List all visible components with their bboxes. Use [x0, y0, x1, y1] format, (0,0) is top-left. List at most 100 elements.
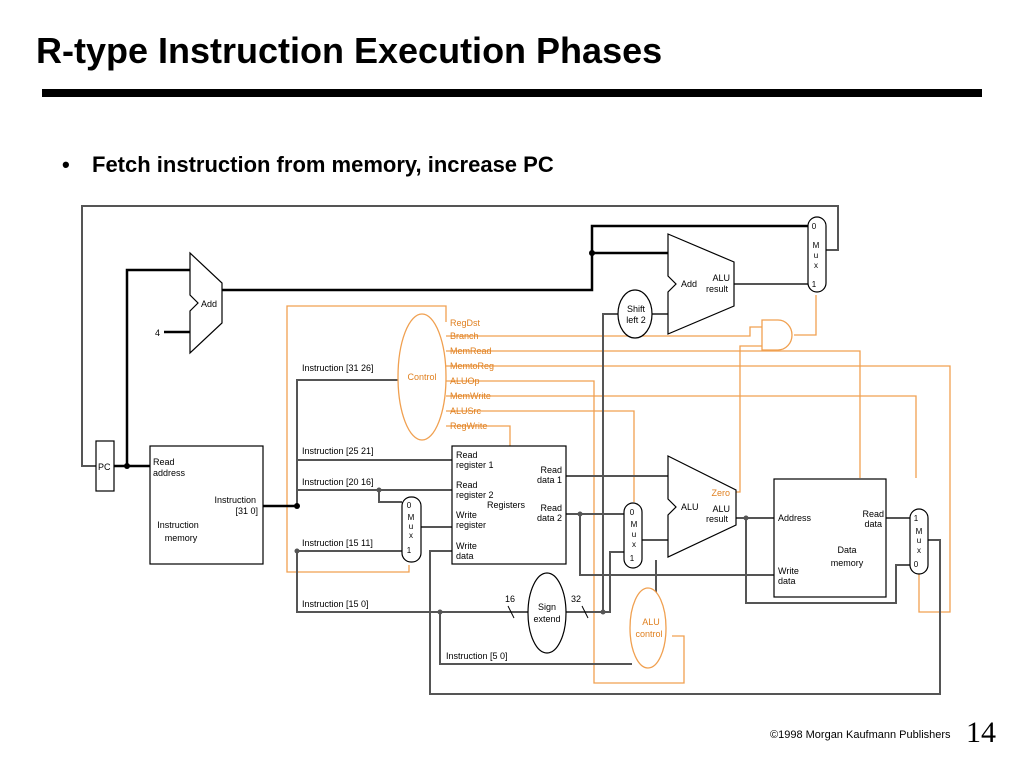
read-data2-dmem-line	[579, 514, 774, 576]
regs-rd2b: data 2	[537, 513, 562, 523]
regs-wdatab: data	[456, 551, 474, 561]
signal-memtoreg-label: MemtoReg	[450, 361, 494, 371]
alusrc-mux-1: 1	[630, 554, 635, 563]
sign-extend-unit	[527, 572, 567, 654]
data-memory	[773, 478, 887, 598]
bits-16-label: 16	[505, 594, 515, 604]
op-field-label: Instruction [31 26]	[302, 363, 374, 373]
bits-32-label: 32	[571, 594, 581, 604]
slide-title: R-type Instruction Execution Phases	[36, 30, 663, 71]
shift-label1: Shift	[627, 304, 646, 314]
memtoreg-mux-1: 1	[914, 514, 919, 523]
const-four-label: 4	[155, 328, 160, 338]
memtoreg-mux-u: u	[917, 536, 921, 545]
regs-rd1a: Read	[540, 465, 562, 475]
shift-label2: left 2	[626, 315, 646, 325]
signal-alusrc-label: ALUSrc	[450, 406, 482, 416]
memtoreg-mux-m: M	[916, 527, 923, 536]
imem-bits-label: [31 0]	[235, 506, 258, 516]
alusrc-line	[446, 410, 635, 502]
alu-result-label2: result	[706, 514, 729, 524]
dmem-write-a: Write	[778, 566, 799, 576]
signal-regwrite-label: RegWrite	[450, 421, 487, 431]
regwrite-line	[446, 425, 511, 446]
register-file	[451, 445, 567, 565]
alusrc-mux-x: x	[632, 540, 636, 549]
funct-field-label: Instruction [5 0]	[446, 651, 508, 661]
imem-name1-label: Instruction	[157, 520, 199, 530]
branch-line	[446, 326, 762, 337]
pc-label: PC	[98, 462, 111, 472]
branch-result-label1: ALU	[712, 273, 730, 283]
alusrc-mux-m: M	[631, 520, 638, 529]
regdst-mux-1: 1	[407, 546, 412, 555]
pcsrc-mux-1: 1	[812, 280, 817, 289]
memtoreg-mux-0: 0	[914, 560, 919, 569]
dmem-write-b: data	[778, 576, 796, 586]
regs-writeb: register	[456, 520, 486, 530]
funct-field-line	[439, 612, 632, 665]
regs-read2a: Read	[456, 480, 478, 490]
control-lines	[286, 295, 951, 684]
regs-read2b: register 2	[456, 490, 494, 500]
memtoreg-mux-x: x	[917, 546, 921, 555]
alusrc-mux	[623, 502, 643, 569]
pc-adder	[189, 251, 223, 355]
fetch-path	[114, 224, 808, 508]
pc-register	[95, 440, 115, 492]
branch-and-gate	[761, 319, 793, 351]
aluop-line	[446, 380, 685, 684]
alu-control-label2: control	[635, 629, 662, 639]
imem-address-label: address	[153, 468, 186, 478]
regs-writea: Write	[456, 510, 477, 520]
regs-wdataa: Write	[456, 541, 477, 551]
pc-to-adder-line	[125, 268, 190, 466]
control-unit	[397, 313, 447, 441]
branch-result-label2: result	[706, 284, 729, 294]
regs-rd1b: data 1	[537, 475, 562, 485]
rd-field-label: Instruction [15 11]	[302, 538, 373, 548]
writeback-line	[429, 539, 941, 695]
alu-control-unit	[629, 587, 667, 669]
signal-branch-label: Branch	[450, 331, 479, 341]
branch-add-label: Add	[681, 279, 697, 289]
pc-feedback-line	[81, 205, 839, 467]
imem-instr-label: Instruction	[214, 495, 256, 505]
pcsrc-mux-m: M	[813, 241, 820, 250]
adder-out-line	[220, 224, 808, 292]
shift-in-line	[602, 313, 618, 612]
bits-16-tick	[507, 605, 515, 619]
signal-memread-label: MemRead	[450, 346, 492, 356]
dmem-name-b: memory	[831, 558, 864, 568]
memtoreg-mux	[909, 508, 929, 575]
rt-field-label: Instruction [20 16]	[302, 477, 374, 487]
regdst-mux-0: 0	[407, 501, 412, 510]
bits-32-tick	[581, 605, 589, 619]
regs-read1b: register 1	[456, 460, 494, 470]
regdst-mux-m: M	[408, 513, 415, 522]
alu-result-label1: ALU	[712, 504, 730, 514]
pcsrc-mux-x: x	[814, 261, 818, 270]
alusrc-mux-u: u	[632, 530, 636, 539]
alu-bypass-line	[745, 518, 910, 604]
regdst-mux-u: u	[409, 522, 413, 531]
regdst-line	[286, 305, 447, 573]
copyright-notice: ©1998 Morgan Kaufmann Publishers	[770, 729, 951, 741]
imm-field-line	[296, 551, 530, 613]
sign-extend-out-line	[566, 551, 624, 613]
alu-zero-label: Zero	[711, 488, 730, 498]
memtoreg-line	[446, 365, 951, 613]
dmem-read-b: data	[864, 519, 882, 529]
regs-rd2a: Read	[540, 503, 562, 513]
shift-left-2	[617, 289, 653, 339]
title-underline	[42, 89, 982, 97]
sign-extend-label1: Sign	[538, 602, 556, 612]
dmem-address-label: Address	[778, 513, 812, 523]
bullet-fetch-instruction: Fetch instruction from memory, increase …	[92, 152, 554, 177]
pc-adder-label: Add	[201, 299, 217, 309]
dmem-name-a: Data	[837, 545, 856, 555]
signal-regdst-label: RegDst	[450, 318, 481, 328]
control-signal-labels: RegDst Branch MemRead MemtoReg ALUOp Mem…	[450, 318, 494, 431]
bullet-marker: •	[62, 152, 70, 177]
